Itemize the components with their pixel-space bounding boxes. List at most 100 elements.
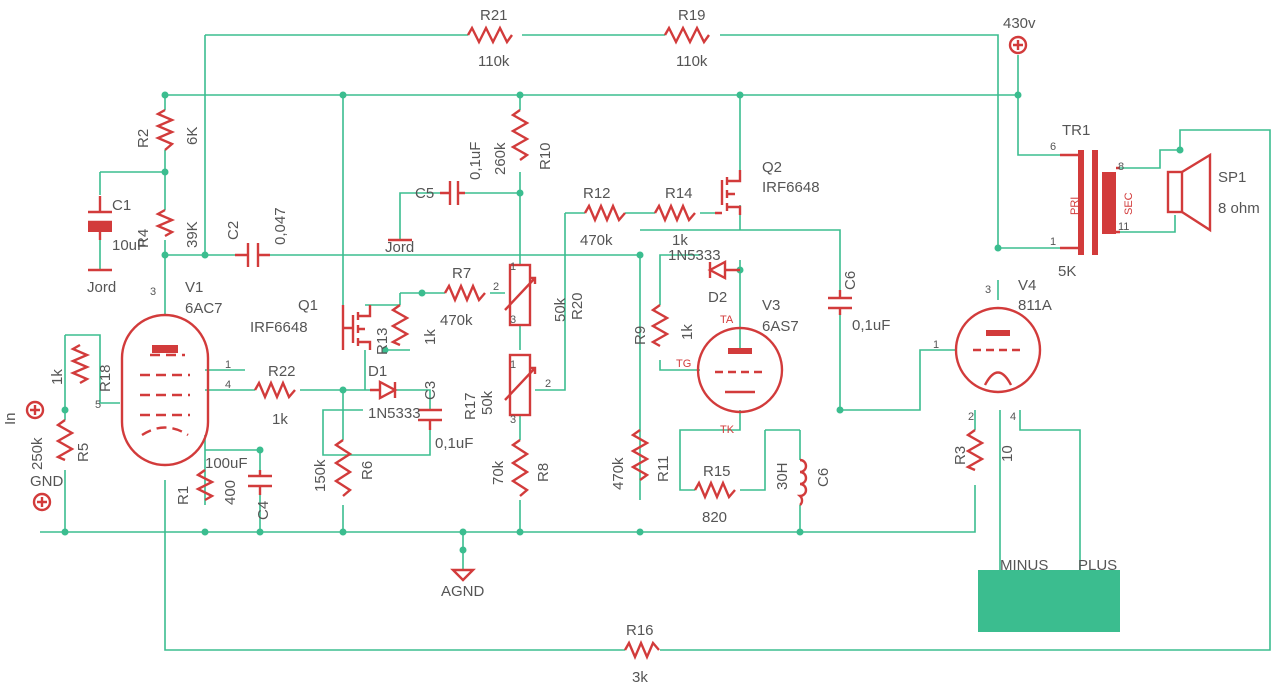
- agnd-symbol: [450, 568, 476, 582]
- r15-symbol: [693, 479, 736, 501]
- c1-ref: C1: [112, 197, 131, 214]
- r12-symbol: [583, 202, 626, 224]
- r1-value: 400: [222, 480, 239, 505]
- r2-ref: R2: [135, 129, 152, 148]
- r2-value: 6K: [184, 127, 201, 145]
- c4-symbol: [248, 470, 272, 495]
- r17-value: 50k: [479, 390, 496, 415]
- r9-ref: R9: [632, 326, 649, 345]
- svg-text:2: 2: [493, 281, 499, 293]
- d1-ref: D1: [368, 363, 387, 380]
- r8-ref: R8: [535, 463, 552, 482]
- c5-value: 0,1uF: [467, 142, 484, 180]
- r5-value: 250k: [29, 437, 46, 470]
- labels: R21 110k R19 110k R2 6K C1 10uF R4 39K C…: [2, 7, 1260, 686]
- gnd-input-symbol: [32, 492, 52, 512]
- svg-text:11: 11: [1118, 221, 1129, 233]
- c3-ref: C3: [422, 381, 439, 400]
- pri-label: PRI: [1069, 197, 1081, 215]
- d2-value: 1N5333: [668, 247, 721, 264]
- r1-symbol: [195, 469, 215, 502]
- r3-symbol: [965, 429, 985, 472]
- svg-text:2: 2: [545, 378, 551, 390]
- svg-text:1: 1: [1050, 236, 1056, 248]
- svg-text:2: 2: [968, 411, 974, 423]
- tr1-symbol: [1060, 150, 1120, 255]
- d2-symbol: [707, 260, 740, 280]
- r4-value: 39K: [184, 221, 201, 248]
- c5-symbol: [440, 181, 465, 205]
- svg-text:1: 1: [510, 359, 516, 371]
- r11-value: 470k: [610, 457, 627, 490]
- tk-label: TK: [720, 424, 735, 436]
- r12-value: 470k: [580, 232, 613, 249]
- r10-value: 260k: [492, 142, 509, 175]
- c1-value: 10uF: [112, 237, 146, 254]
- r22-value: 1k: [272, 411, 288, 428]
- c4-value: 100uF: [205, 455, 248, 472]
- r16-ref: R16: [626, 622, 654, 639]
- q2-symbol: [715, 170, 742, 215]
- q2-value: IRF6648: [762, 179, 820, 196]
- ta-label: TA: [720, 314, 734, 326]
- v4-ref: V4: [1018, 277, 1036, 294]
- r20-symbol: [504, 263, 537, 327]
- r14-ref: R14: [665, 185, 693, 202]
- l1-symbol: [796, 458, 808, 506]
- r13-value: 1k: [422, 329, 439, 345]
- d1-value: 1N5333: [368, 405, 421, 422]
- plus-label: PLUS: [1078, 557, 1117, 574]
- c3-symbol: [418, 408, 442, 430]
- r14-value: 1k: [672, 232, 688, 249]
- v3-ref: V3: [762, 297, 780, 314]
- svg-text:4: 4: [225, 379, 231, 391]
- gnd-label: GND: [30, 473, 64, 490]
- r1-ref: R1: [175, 486, 192, 505]
- r13-symbol: [390, 304, 410, 347]
- c6-ref: C6: [842, 271, 859, 290]
- svg-text:8: 8: [1118, 161, 1124, 173]
- l1-ref: C6: [815, 468, 832, 487]
- r8-value: 70k: [490, 460, 507, 485]
- svg-text:6: 6: [1050, 141, 1056, 153]
- tg-label: TG: [676, 358, 691, 370]
- svg-text:3: 3: [985, 284, 991, 296]
- r11-symbol: [630, 429, 650, 481]
- c5-ref: C5: [415, 185, 434, 202]
- v4-tube-symbol: [954, 306, 1042, 394]
- r16-value: 3k: [632, 669, 648, 686]
- r5-ref: R5: [75, 443, 92, 462]
- sp1-symbol: [1166, 152, 1212, 233]
- r13-ref: R13: [374, 327, 391, 355]
- r19-symbol: [663, 25, 710, 45]
- svg-text:3: 3: [150, 286, 156, 298]
- r18-value: 1k: [49, 369, 66, 385]
- junctions: [61, 91, 1184, 554]
- r20-value: 50k: [552, 297, 569, 322]
- q2-ref: Q2: [762, 159, 782, 176]
- r18-symbol: [69, 343, 91, 385]
- supply-label: 430v: [1003, 15, 1036, 32]
- svg-text:1: 1: [225, 359, 231, 371]
- agnd-label: AGND: [441, 583, 485, 600]
- svg-text:1: 1: [510, 261, 516, 273]
- r21-ref: R21: [480, 7, 508, 24]
- r9-value: 1k: [679, 324, 696, 340]
- r9-symbol: [650, 304, 670, 348]
- in-label: In: [2, 412, 19, 425]
- r22-ref: R22: [268, 363, 296, 380]
- r6-ref: R6: [359, 461, 376, 480]
- r19-ref: R19: [678, 7, 706, 24]
- component-symbols: [25, 25, 1212, 661]
- r17-ref: R17: [462, 392, 479, 420]
- r17-symbol: [504, 353, 537, 417]
- battery-block: [978, 570, 1120, 632]
- pin-numbers: 3 1 4 5 1 2 3 1 2 3 3 1 2 4 6 1 8 11: [95, 141, 1129, 426]
- r6-value: 150k: [312, 459, 329, 492]
- c2-value: 0,047: [272, 207, 289, 245]
- v3-value: 6AS7: [762, 318, 799, 335]
- r18-ref: R18: [97, 364, 114, 392]
- r10-ref: R10: [537, 142, 554, 170]
- r16-symbol: [623, 639, 660, 661]
- minus-label: MINUS: [1000, 557, 1048, 574]
